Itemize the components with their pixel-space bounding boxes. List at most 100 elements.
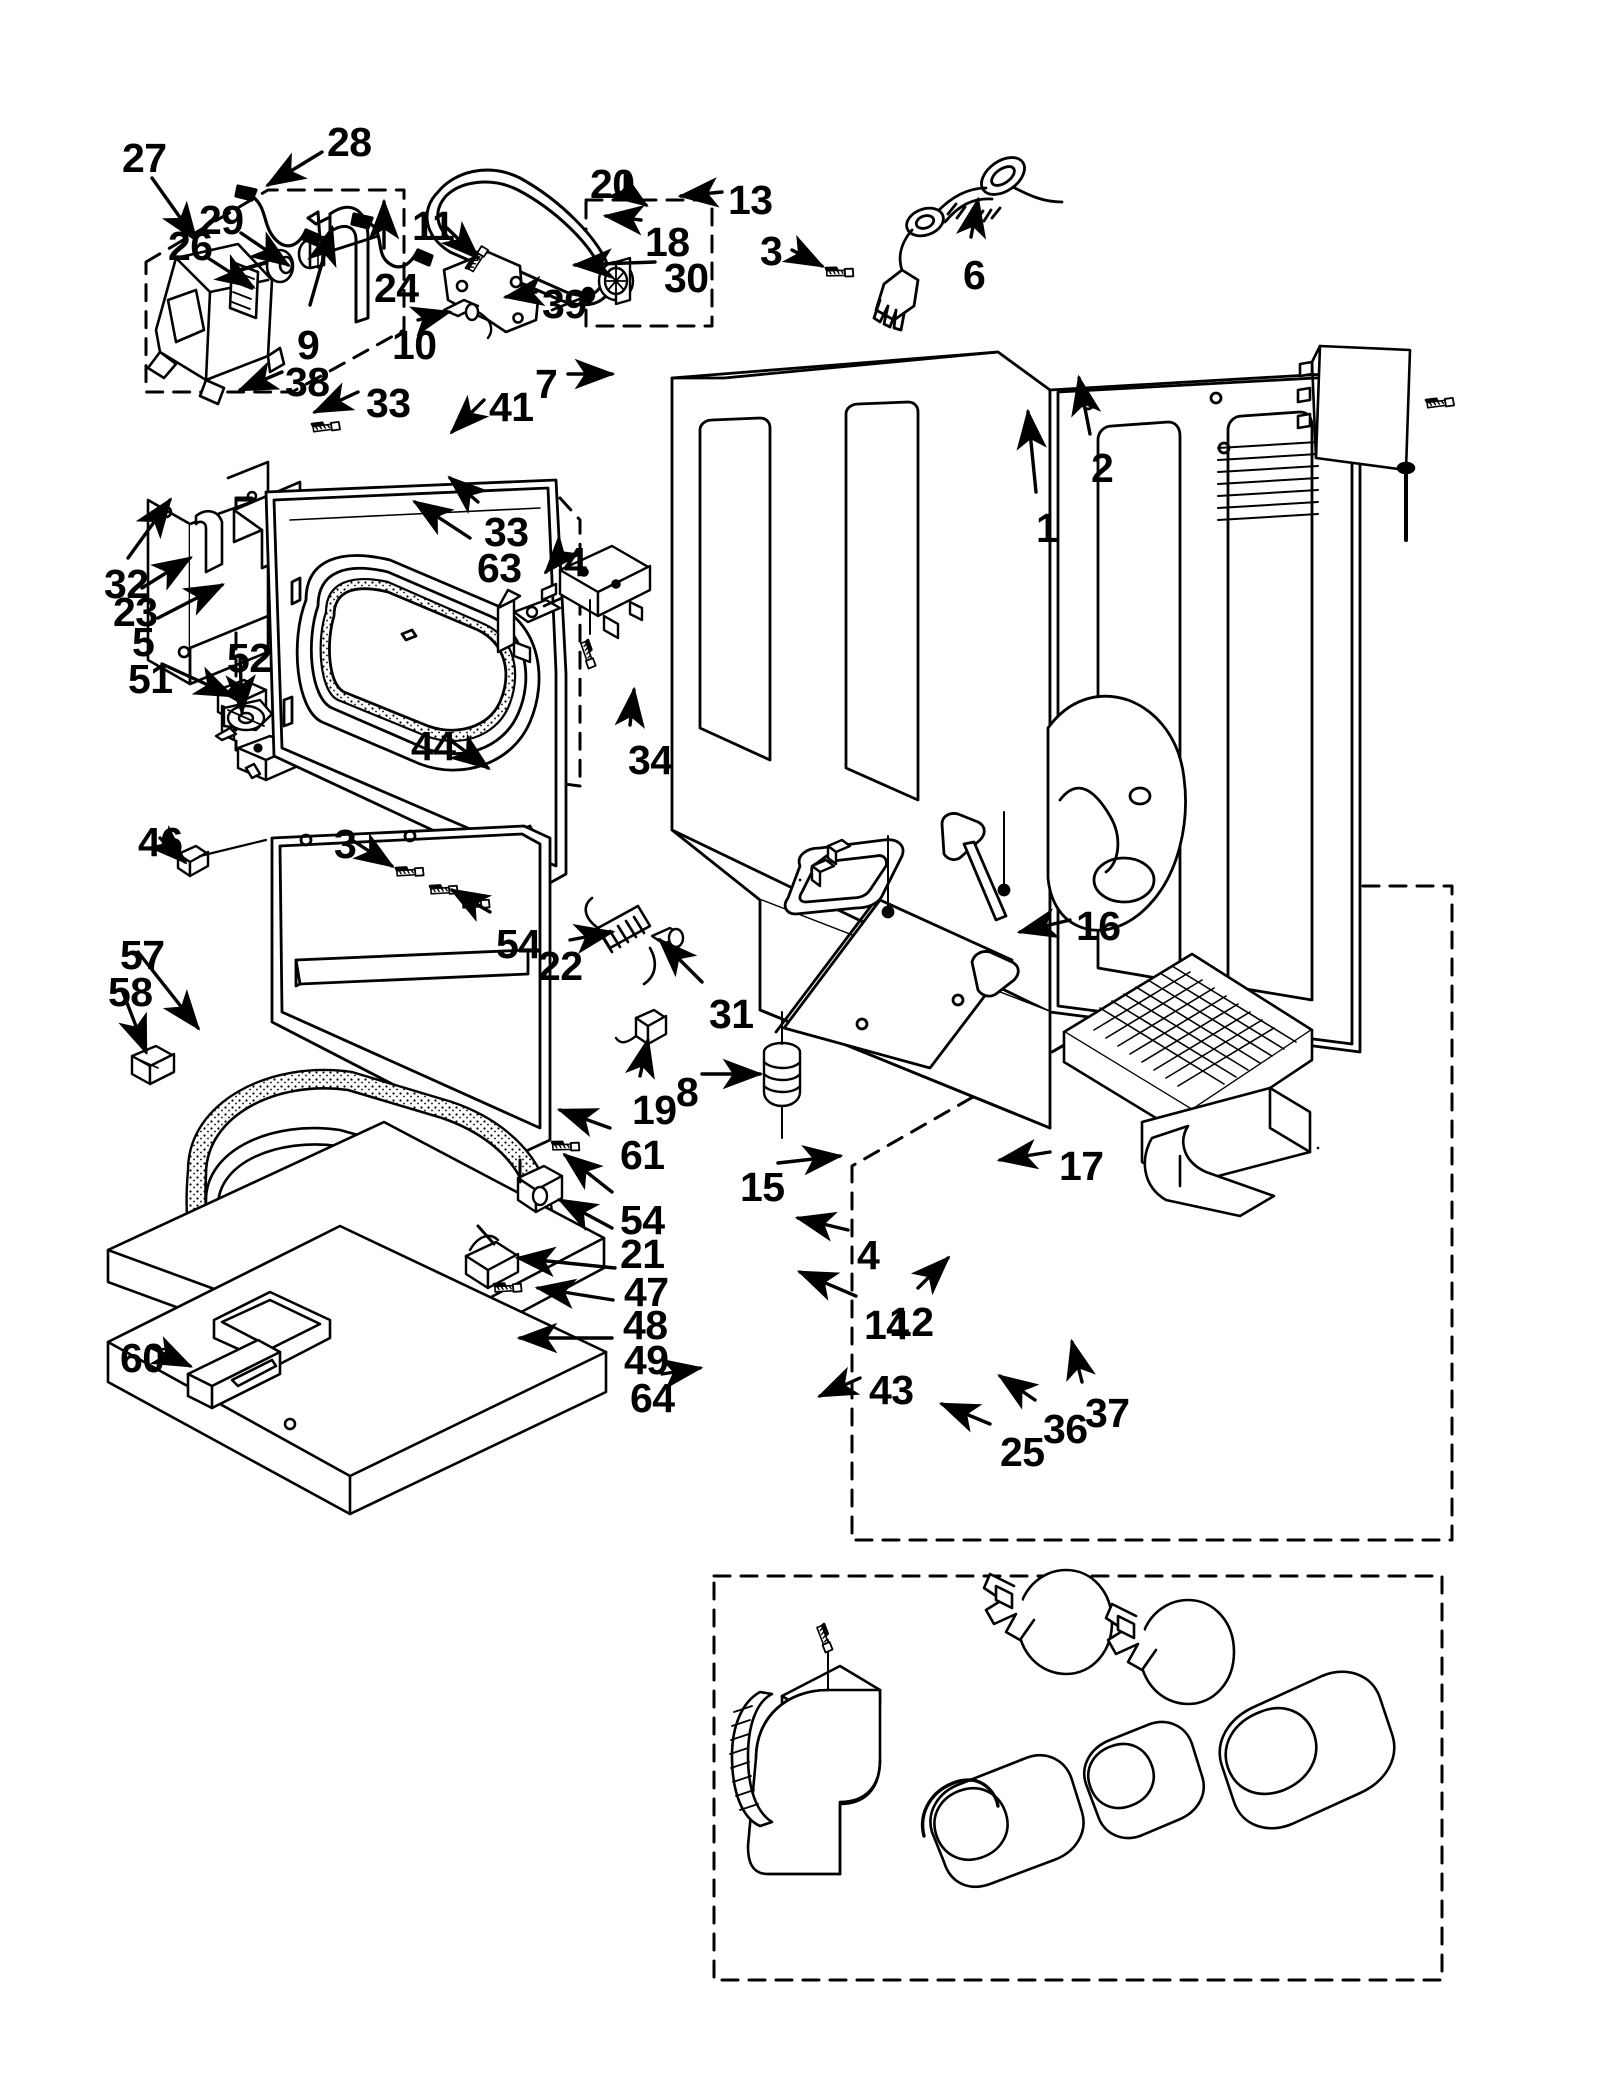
leader-line-6 (956, 196, 987, 240)
callout-34: 34 (628, 737, 673, 783)
callout-48: 48 (623, 1302, 668, 1348)
callout-61: 61 (620, 1132, 665, 1178)
callout-9: 9 (297, 322, 320, 368)
leader-line-54 (449, 888, 493, 922)
callout-33: 33 (366, 380, 411, 426)
callout-52: 52 (227, 635, 272, 681)
callout-57: 57 (120, 932, 165, 978)
leader-line-41 (449, 394, 490, 435)
callout-4: 4 (564, 539, 587, 585)
callout-54b: 54 (620, 1197, 665, 1243)
callout-39: 39 (542, 281, 587, 327)
leader-line-4b (794, 1211, 850, 1242)
callout-18: 18 (645, 219, 690, 265)
callout-10: 10 (392, 322, 437, 368)
leader-line-48 (534, 1278, 615, 1310)
leader-line-3 (781, 234, 825, 268)
callout-63: 63 (477, 545, 522, 591)
callout-13: 13 (728, 177, 773, 223)
leader-line-33b (447, 475, 489, 514)
callout-3b: 3 (334, 821, 357, 867)
leader-line-16 (1016, 908, 1072, 939)
leader-line-9 (307, 224, 337, 307)
callout-21: 21 (620, 1231, 665, 1277)
leader-line-47 (514, 1246, 617, 1278)
callout-14: 14 (864, 1302, 909, 1348)
callout-49: 49 (624, 1337, 669, 1383)
callout-47: 47 (624, 1269, 669, 1315)
callout-51: 51 (128, 656, 173, 702)
leader-line-20 (606, 171, 649, 207)
leader-line-19 (624, 1036, 655, 1080)
callout-31: 31 (709, 991, 754, 1037)
callout-27: 27 (122, 135, 167, 181)
leader-line-27 (150, 176, 198, 243)
leader-line-15 (776, 1144, 844, 1176)
callout-5: 5 (132, 619, 155, 665)
callout-15: 15 (740, 1164, 785, 1210)
callout-2: 2 (1091, 445, 1114, 491)
leader-line-51 (160, 662, 236, 698)
callout-25: 25 (1000, 1429, 1045, 1475)
leader-line-30 (571, 248, 657, 279)
leader-line-61 (556, 1108, 612, 1138)
leader-line-26 (206, 253, 256, 289)
leader-line-2 (1071, 374, 1102, 436)
leader-line-28 (265, 150, 324, 187)
leader-line-17 (996, 1138, 1052, 1170)
callout-64: 64 (630, 1375, 675, 1421)
leader-line-13 (677, 177, 724, 208)
leader-line-1 (1016, 408, 1047, 494)
callout-54: 54 (496, 921, 541, 967)
callout-11: 11 (412, 203, 455, 249)
callout-26: 26 (168, 223, 213, 269)
callout-41: 41 (489, 384, 534, 430)
leader-line-38 (236, 361, 284, 392)
leader-line-46 (147, 825, 188, 865)
leader-line-18 (602, 205, 645, 236)
leader-line-5 (156, 583, 226, 620)
leader-line-10 (408, 306, 453, 337)
callout-20: 20 (590, 161, 635, 207)
leader-line-14 (796, 1270, 858, 1301)
leader-line-43 (816, 1366, 862, 1398)
callout-4b: 4 (857, 1232, 880, 1278)
leader-line-25 (938, 1402, 992, 1433)
callout-17: 17 (1059, 1143, 1104, 1189)
callout-24: 24 (374, 265, 419, 311)
leader-line-37 (1066, 1338, 1096, 1384)
leader-line-34 (614, 686, 645, 729)
callout-30: 30 (664, 255, 709, 301)
callout-32: 32 (104, 561, 149, 607)
callout-29: 29 (199, 197, 244, 243)
callout-38: 38 (285, 359, 330, 405)
callout-19: 19 (632, 1087, 677, 1133)
leader-line-36 (997, 1374, 1040, 1410)
leader-line-33 (311, 382, 360, 414)
leader-line-3b (350, 832, 395, 868)
leader-line-31 (657, 937, 704, 984)
leader-line-60 (149, 1336, 194, 1368)
callout-23: 23 (113, 589, 158, 635)
leader-line-57 (136, 950, 201, 1031)
callout-37: 37 (1085, 1390, 1130, 1436)
leader-line-32 (126, 497, 172, 560)
leader-line-23 (140, 556, 193, 591)
callout-46: 46 (138, 819, 183, 865)
callout-43: 43 (869, 1367, 914, 1413)
callout-16: 16 (1076, 903, 1121, 949)
callout-58: 58 (108, 969, 153, 1015)
callout-8: 8 (676, 1069, 699, 1115)
leader-line-44 (448, 733, 491, 771)
callout-33b: 33 (484, 509, 529, 555)
leader-line-12 (910, 1255, 951, 1296)
callout-12: 12 (889, 1299, 934, 1345)
leader-line-21 (557, 1198, 614, 1232)
leader-line-58 (118, 988, 148, 1056)
callout-22: 22 (538, 943, 583, 989)
callout-7: 7 (535, 361, 558, 407)
leader-line-52 (225, 654, 256, 716)
callout-44: 44 (411, 723, 456, 769)
